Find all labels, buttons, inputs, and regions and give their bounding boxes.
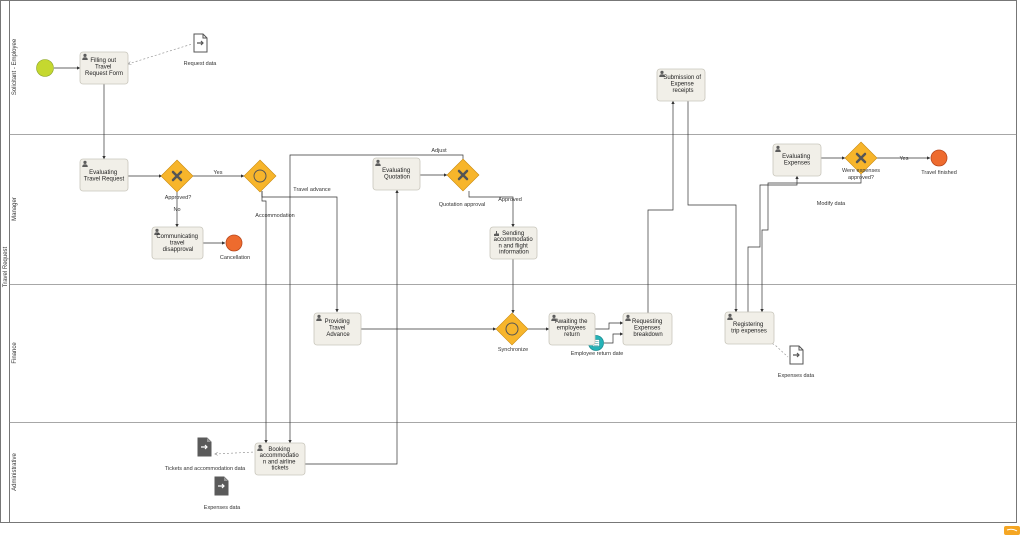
gateway-synchronize: Synchronize [495,312,529,353]
task-label: Registering trip expenses [731,322,767,335]
flow-label-yes-expenses: Yes [900,156,909,162]
flow-labels: Yes No Accommodation Travel advance Adju… [173,148,908,219]
lane-label-finance: Finance [12,342,18,364]
flow-requesting-to-submission [647,100,675,313]
employee-return-date-label: Employee return date [571,351,624,357]
flow-label-modify-data: Modify data [817,201,846,207]
pool: Travel Request Solicitant - Employee Man… [0,0,1017,523]
cancellation-label: Cancellation [220,255,250,261]
end-event-travel-finished: Travel finished [921,149,957,176]
document-arrow-icon [197,437,212,457]
gateway-accommodation-split [243,159,277,193]
task-label: Sending accommodatio n and flight inform… [494,231,535,256]
task-label: Booking accommodatio n and airline ticke… [260,447,301,472]
task-label: Submission of Expense receipts [663,75,702,94]
start-event [36,59,54,77]
x-mark-icon [457,169,469,181]
expenses-data-finance-label: Expenses data [778,373,815,379]
circle-icon [253,169,267,183]
tickets-accommodation-label: Tickets and accommodation data [165,466,246,472]
task-providing-travel-advance: Providing Travel Advance [313,312,362,346]
flow-travel-advance [261,191,339,313]
task-label: Evaluating Expenses [782,154,812,167]
request-data-label: Request data [184,61,218,67]
synchronize-label: Synchronize [498,347,528,353]
task-evaluating-quotation: Evaluating Quotation [372,157,421,191]
task-submission-expense-receipts: Submission of Expense receipts [656,68,706,102]
document-arrow-icon [789,345,804,365]
flow-booking-to-quotation [305,189,399,465]
flow-label-yes: Yes [214,170,223,176]
expenses-approved-label-2: approved? [848,175,874,181]
task-registering-trip-expenses: Registering trip expenses [724,311,775,345]
document-arrow-icon [214,476,229,496]
gateway-quotation-approval: Quotation approval [439,158,485,208]
task-booking-accommodation-tickets: Booking accommodatio n and airline ticke… [254,442,306,476]
flow-submission-to-registering [687,101,738,313]
task-awaiting-employee-return: Awaiting the employees return [548,312,596,346]
task-label: Awaiting the employees return [555,319,589,338]
task-label: Filling out Travel Request Form [85,58,123,77]
task-filling-out-request: Filling out Travel Request Form [79,51,129,85]
task-label: Providing Travel Advance [325,319,352,338]
sequence-flows [54,66,931,465]
lane-label-manager: Manager [12,197,18,221]
document-arrow-icon [193,33,208,53]
data-object-request-data: Request data [184,33,218,67]
data-associations [128,43,789,454]
gateway-expenses-approved: Were expenses approved? [842,141,880,181]
x-mark-icon [855,152,867,164]
logo [1004,526,1020,535]
task-label: Evaluating Travel Request [84,170,125,183]
lane-label-administrative: Administrative [12,453,18,491]
expenses-approved-label-1: Were expenses [842,168,880,174]
flow-registering-to-evaluating-expenses [747,175,799,312]
pool-label: Travel Request [3,246,9,287]
quotation-approval-label: Quotation approval [439,202,485,208]
flow-modify-data [760,174,862,313]
gateway-approved: Approved? [160,159,194,201]
data-object-expenses-data-admin: Expenses data [204,476,241,511]
hand-icon [494,231,499,236]
task-requesting-expenses-breakdown: Requesting Expenses breakdown [622,312,673,346]
task-label: Communicating travel disapproval [156,234,199,253]
task-label: Requesting Expenses breakdown [632,319,664,338]
approved-label: Approved? [165,195,192,201]
task-sending-accommodation-info: Sending accommodatio n and flight inform… [489,226,538,260]
flow-adjust [288,154,464,444]
task-evaluating-expenses: Evaluating Expenses [772,143,822,177]
end-event-cancellation: Cancellation [220,234,250,261]
task-evaluating-travel-request: Evaluating Travel Request [79,158,129,192]
flow-label-accommodation: Accommodation [255,213,294,219]
lane-label-employee: Solicitant - Employee [12,38,18,95]
flow-approved-to-sending [468,191,515,228]
data-object-tickets-accommodation: Tickets and accommodation data [165,437,246,472]
flow-label-adjust: Adjust [431,148,447,154]
flow-awaiting-to-requesting [595,321,624,330]
x-mark-icon [171,170,183,182]
flow-timer-to-requesting [604,332,624,344]
task-label: Evaluating Quotation [382,168,412,181]
task-communicating-disapproval: Communicating travel disapproval [151,226,204,260]
travel-finished-label: Travel finished [921,170,957,176]
data-object-expenses-data-finance: Expenses data [778,345,815,379]
flow-label-no: No [173,207,180,213]
expenses-data-admin-label: Expenses data [204,505,241,511]
flow-label-approved: Approved [498,197,522,203]
flow-label-travel-advance: Travel advance [293,187,330,193]
circle-icon [505,322,519,336]
